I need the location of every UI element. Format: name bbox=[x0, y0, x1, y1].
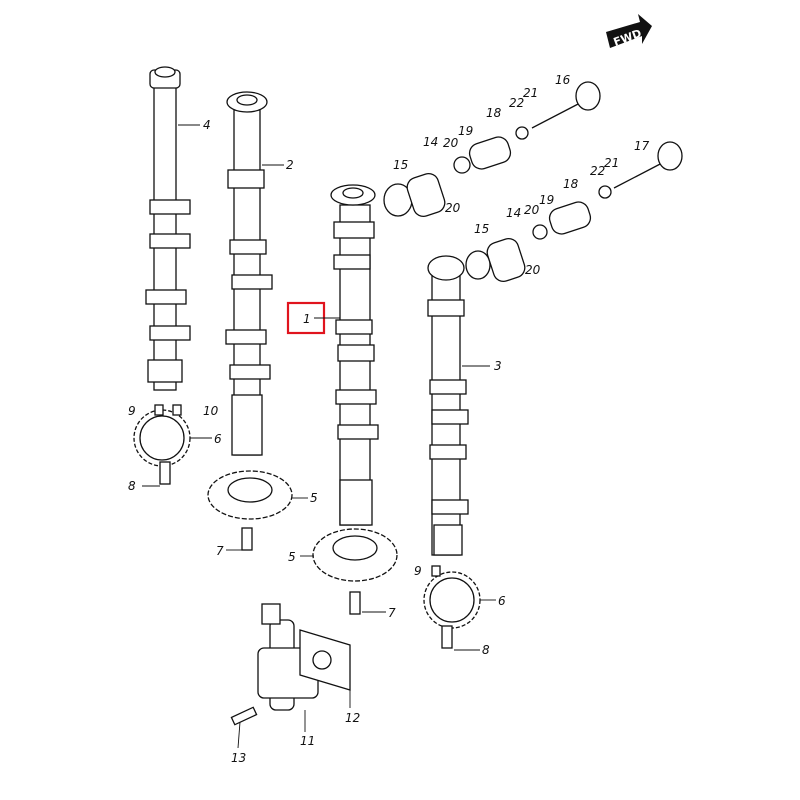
callout-20[interactable]: 20 bbox=[443, 136, 459, 150]
callout-11[interactable]: 11 bbox=[300, 734, 315, 748]
sprocket-5-left[interactable] bbox=[207, 470, 293, 520]
pin-9 bbox=[154, 404, 164, 416]
pin-9-right bbox=[431, 565, 441, 577]
callout-18[interactable]: 18 bbox=[486, 106, 502, 120]
pin-10 bbox=[172, 404, 182, 416]
camshaft-4[interactable] bbox=[145, 66, 191, 391]
callout-21[interactable]: 21 bbox=[523, 86, 538, 100]
leader-lines bbox=[142, 124, 496, 749]
callout-9[interactable]: 9 bbox=[414, 564, 422, 578]
bolt-8-left bbox=[159, 461, 171, 485]
bolt-7-left bbox=[241, 527, 253, 551]
callout-8[interactable]: 8 bbox=[482, 643, 490, 657]
callout-14[interactable]: 14 bbox=[423, 135, 438, 149]
callout-7[interactable]: 7 bbox=[216, 544, 224, 558]
valve-train-lower[interactable] bbox=[465, 141, 683, 284]
callout-2[interactable]: 2 bbox=[286, 158, 294, 172]
callout-16[interactable]: 16 bbox=[555, 73, 571, 87]
camshaft-2[interactable] bbox=[225, 91, 273, 456]
callout-13[interactable]: 13 bbox=[231, 751, 246, 765]
callout-labels: 4 2 1 3 9 10 6 8 5 7 5 7 9 6 8 12 11 13 … bbox=[128, 73, 650, 765]
callout-22[interactable]: 22 bbox=[509, 96, 524, 110]
callout-20[interactable]: 20 bbox=[525, 263, 541, 277]
callout-21[interactable]: 21 bbox=[604, 156, 619, 170]
bolt-13[interactable] bbox=[230, 706, 258, 726]
callout-6[interactable]: 6 bbox=[214, 432, 222, 446]
callout-4[interactable]: 4 bbox=[203, 118, 211, 132]
callout-9[interactable]: 9 bbox=[128, 404, 136, 418]
callout-12[interactable]: 12 bbox=[345, 711, 360, 725]
callout-19[interactable]: 19 bbox=[539, 193, 554, 207]
callout-22[interactable]: 22 bbox=[590, 164, 605, 178]
callout-15[interactable]: 15 bbox=[474, 222, 489, 236]
callout-19[interactable]: 19 bbox=[458, 124, 473, 138]
sprocket-6-left[interactable] bbox=[133, 409, 191, 467]
callout-5[interactable]: 5 bbox=[310, 491, 318, 505]
callout-3[interactable]: 3 bbox=[494, 359, 502, 373]
callout-7[interactable]: 7 bbox=[388, 606, 396, 620]
callout-15[interactable]: 15 bbox=[393, 158, 408, 172]
camshaft-3[interactable] bbox=[427, 255, 469, 556]
sprocket-5-center[interactable] bbox=[312, 528, 398, 582]
callout-17[interactable]: 17 bbox=[634, 139, 650, 153]
bolt-8-right bbox=[441, 625, 453, 649]
sprocket-6-right[interactable] bbox=[423, 571, 481, 629]
callout-6[interactable]: 6 bbox=[498, 594, 506, 608]
callout-8[interactable]: 8 bbox=[128, 479, 136, 493]
callout-14[interactable]: 14 bbox=[506, 206, 521, 220]
callout-18[interactable]: 18 bbox=[563, 177, 579, 191]
camshaft-1[interactable] bbox=[330, 184, 379, 526]
valve-train-upper[interactable] bbox=[383, 81, 601, 219]
callout-1[interactable]: 1 bbox=[303, 312, 311, 326]
callout-10[interactable]: 10 bbox=[203, 404, 219, 418]
callout-20[interactable]: 20 bbox=[524, 203, 540, 217]
callout-5[interactable]: 5 bbox=[288, 550, 296, 564]
bolt-7-center bbox=[349, 591, 361, 615]
callout-20[interactable]: 20 bbox=[445, 201, 461, 215]
fwd-arrow-icon: FWD bbox=[606, 14, 652, 49]
